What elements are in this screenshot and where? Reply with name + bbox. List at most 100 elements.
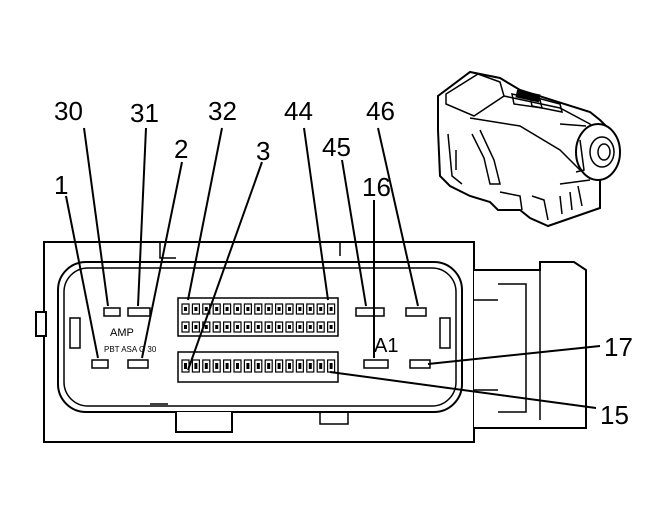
terminal-contact [329, 325, 333, 329]
terminal-cavity [223, 321, 232, 333]
terminal-contact [308, 325, 312, 329]
terminal-cavity [191, 321, 200, 333]
terminal-contact [194, 325, 198, 329]
terminal-cavity [212, 321, 221, 333]
terminal-contact [308, 307, 312, 311]
callout-46: 46 [366, 96, 395, 126]
terminal-cavity [295, 303, 304, 315]
terminal-cavity [233, 303, 242, 315]
terminal-contact [329, 307, 333, 311]
terminal-contact [298, 363, 302, 369]
terminal-cavity [212, 359, 221, 373]
terminal-block [177, 297, 339, 383]
terminal-cavity [316, 321, 325, 333]
terminal-contact [184, 307, 187, 311]
terminal-contact [267, 363, 271, 369]
terminal-contact [215, 363, 219, 369]
terminal-contact [194, 363, 198, 369]
terminal-contact [298, 325, 302, 329]
connector-3d-view [437, 70, 621, 228]
terminal-contact [236, 307, 239, 311]
terminal-cavity [285, 359, 294, 373]
terminal-contact [184, 325, 187, 329]
callout-31: 31 [130, 98, 159, 128]
large-cavities [91, 307, 431, 369]
callout-32: 32 [208, 96, 237, 126]
terminal-contact [256, 363, 260, 369]
terminal-cavity [295, 359, 304, 373]
part-code-marking: PBT ASA G 30 [104, 345, 157, 354]
cavity-45 [355, 307, 385, 317]
callout-44: 44 [284, 96, 313, 126]
terminal-cavity [233, 359, 242, 373]
terminal-cavity [243, 303, 252, 315]
cavity-ref-label: A1 [374, 335, 398, 357]
terminal-cavity [275, 359, 284, 373]
terminal-contact [256, 325, 260, 329]
cavity-2 [127, 359, 149, 369]
terminal-cavity [306, 321, 315, 333]
terminal-contact [184, 363, 187, 369]
terminal-cavity [285, 321, 294, 333]
terminal-cavity [327, 321, 336, 333]
terminal-contact [215, 325, 219, 329]
terminal-cavity [316, 303, 325, 315]
terminal-cavity [181, 303, 190, 315]
terminal-contact [288, 307, 291, 311]
callout-2: 2 [174, 134, 188, 164]
terminal-cavity [191, 359, 200, 373]
terminal-contact [277, 363, 281, 369]
terminal-contact [267, 325, 271, 329]
terminal-cavity [233, 321, 242, 333]
terminal-cavity [264, 321, 273, 333]
terminal-cavity [264, 303, 273, 315]
terminal-contact [225, 363, 229, 369]
terminal-cavity [212, 303, 221, 315]
cavity-30 [103, 307, 121, 317]
pin-callouts: 30 31 32 44 46 2 3 45 1 16 17 15 [54, 96, 633, 430]
terminal-contact [246, 307, 250, 311]
terminal-cavity [295, 321, 304, 333]
leader-lines [65, 127, 601, 409]
terminal-cavity [306, 303, 315, 315]
terminal-cavity [275, 321, 284, 333]
terminal-cavity [327, 303, 336, 315]
terminal-contact [256, 307, 260, 311]
terminal-contact [288, 363, 291, 369]
terminal-cavity [223, 303, 232, 315]
terminal-cavity [223, 359, 232, 373]
terminal-cavity [254, 359, 263, 373]
terminal-contact [215, 307, 219, 311]
terminal-cavity [306, 359, 315, 373]
brand-marking: AMP [110, 327, 134, 339]
cavity-46 [405, 307, 427, 317]
callout-16: 16 [362, 172, 391, 202]
terminal-contact [225, 307, 229, 311]
terminal-contact [204, 307, 208, 311]
terminal-contact [246, 325, 250, 329]
callout-30: 30 [54, 96, 83, 126]
terminal-cavity [285, 303, 294, 315]
terminal-contact [225, 325, 229, 329]
terminal-cavity [243, 321, 252, 333]
callout-15: 15 [600, 400, 629, 430]
terminal-cavity [191, 303, 200, 315]
cavity-31 [127, 307, 151, 317]
terminal-contact [277, 307, 281, 311]
callout-17: 17 [604, 332, 633, 362]
terminal-contact [319, 307, 323, 311]
terminal-cavity [254, 303, 263, 315]
terminal-cavity [316, 359, 325, 373]
terminal-cavity [254, 321, 263, 333]
terminal-cavity [275, 303, 284, 315]
terminal-contact [246, 363, 250, 369]
terminal-contact [298, 307, 302, 311]
terminal-cavity [264, 359, 273, 373]
terminal-contact [204, 325, 208, 329]
terminal-contact [267, 307, 271, 311]
terminal-contact [194, 307, 198, 311]
terminal-contact [236, 363, 239, 369]
terminal-contact [308, 363, 312, 369]
callout-3: 3 [256, 136, 270, 166]
